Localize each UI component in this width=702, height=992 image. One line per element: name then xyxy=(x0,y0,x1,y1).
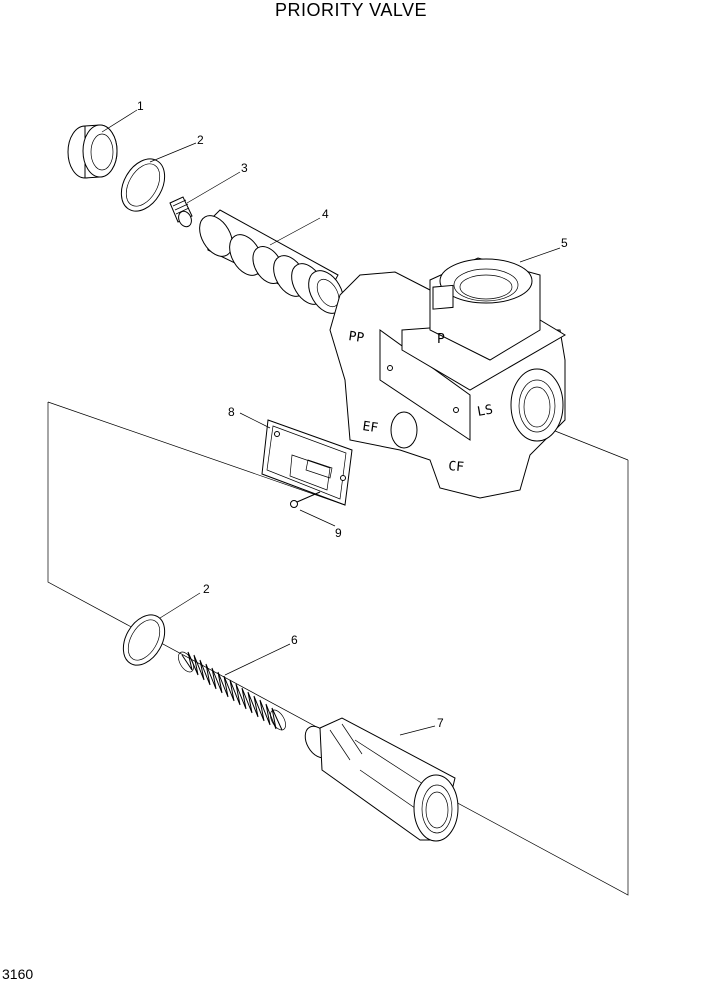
part-2-o-ring-top xyxy=(120,158,166,212)
callout-numbers: 1 2 3 4 5 6 7 8 9 2 xyxy=(137,99,568,730)
callout-4: 4 xyxy=(322,207,329,221)
callout-7: 7 xyxy=(437,716,444,730)
port-label-ef: EF xyxy=(361,419,379,436)
part-9-drive-screw xyxy=(290,491,321,508)
part-5-valve-body: P PP EF LS CF xyxy=(329,257,566,499)
page-number: 3160 xyxy=(2,966,34,982)
callout-5: 5 xyxy=(561,236,568,250)
part-6-spring xyxy=(178,651,286,731)
part-7-cap xyxy=(304,717,459,842)
diagram-title: PRIORITY VALVE xyxy=(274,0,428,20)
callout-6: 6 xyxy=(291,633,298,647)
part-3-screw xyxy=(169,196,193,228)
part-4-spool xyxy=(199,209,344,314)
callout-1: 1 xyxy=(137,99,144,113)
callout-2-top: 2 xyxy=(197,133,204,147)
part-8-name-plate xyxy=(261,419,353,506)
part-2-o-ring-bottom xyxy=(122,614,166,666)
callout-9: 9 xyxy=(335,526,342,540)
port-label-ls: LS xyxy=(476,402,494,419)
port-label-pp: PP xyxy=(347,329,365,346)
callout-2-bottom: 2 xyxy=(203,582,210,596)
port-label-p: P xyxy=(437,332,445,347)
port-label-cf: CF xyxy=(448,459,465,475)
leader-lines xyxy=(101,109,561,736)
callout-8: 8 xyxy=(228,405,235,419)
part-1-plug xyxy=(67,124,118,179)
callout-3: 3 xyxy=(241,161,248,175)
